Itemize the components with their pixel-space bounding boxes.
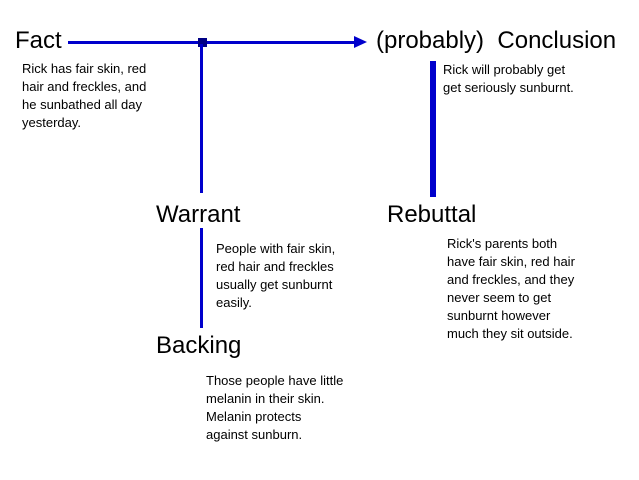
warrant-body-text: People with fair skin, red hair and frec…: [216, 241, 336, 310]
junction-handle: [198, 38, 207, 47]
warrant-label: Warrant: [156, 201, 241, 228]
backing-label: Backing: [156, 332, 242, 359]
fact-to-conclusion-line: [68, 41, 356, 44]
rebuttal-body-text: Rick's parents both have fair skin, red …: [447, 236, 575, 341]
junction-to-warrant-line: [200, 44, 203, 193]
conclusion-label: (probably) Conclusion: [376, 27, 617, 54]
conclusion-to-rebuttal-line: [430, 61, 436, 197]
fact-label: Fact: [15, 27, 62, 54]
fact-body-text: Rick has fair skin, red hair and freckle…: [22, 61, 147, 130]
conclusion-body-text: Rick will probably get get seriously sun…: [443, 62, 574, 95]
rebuttal-label: Rebuttal: [387, 201, 477, 228]
arrowhead-right-icon: [354, 36, 367, 48]
backing-body-text: Those people have little melanin in thei…: [206, 373, 344, 442]
warrant-to-backing-line: [200, 228, 203, 328]
